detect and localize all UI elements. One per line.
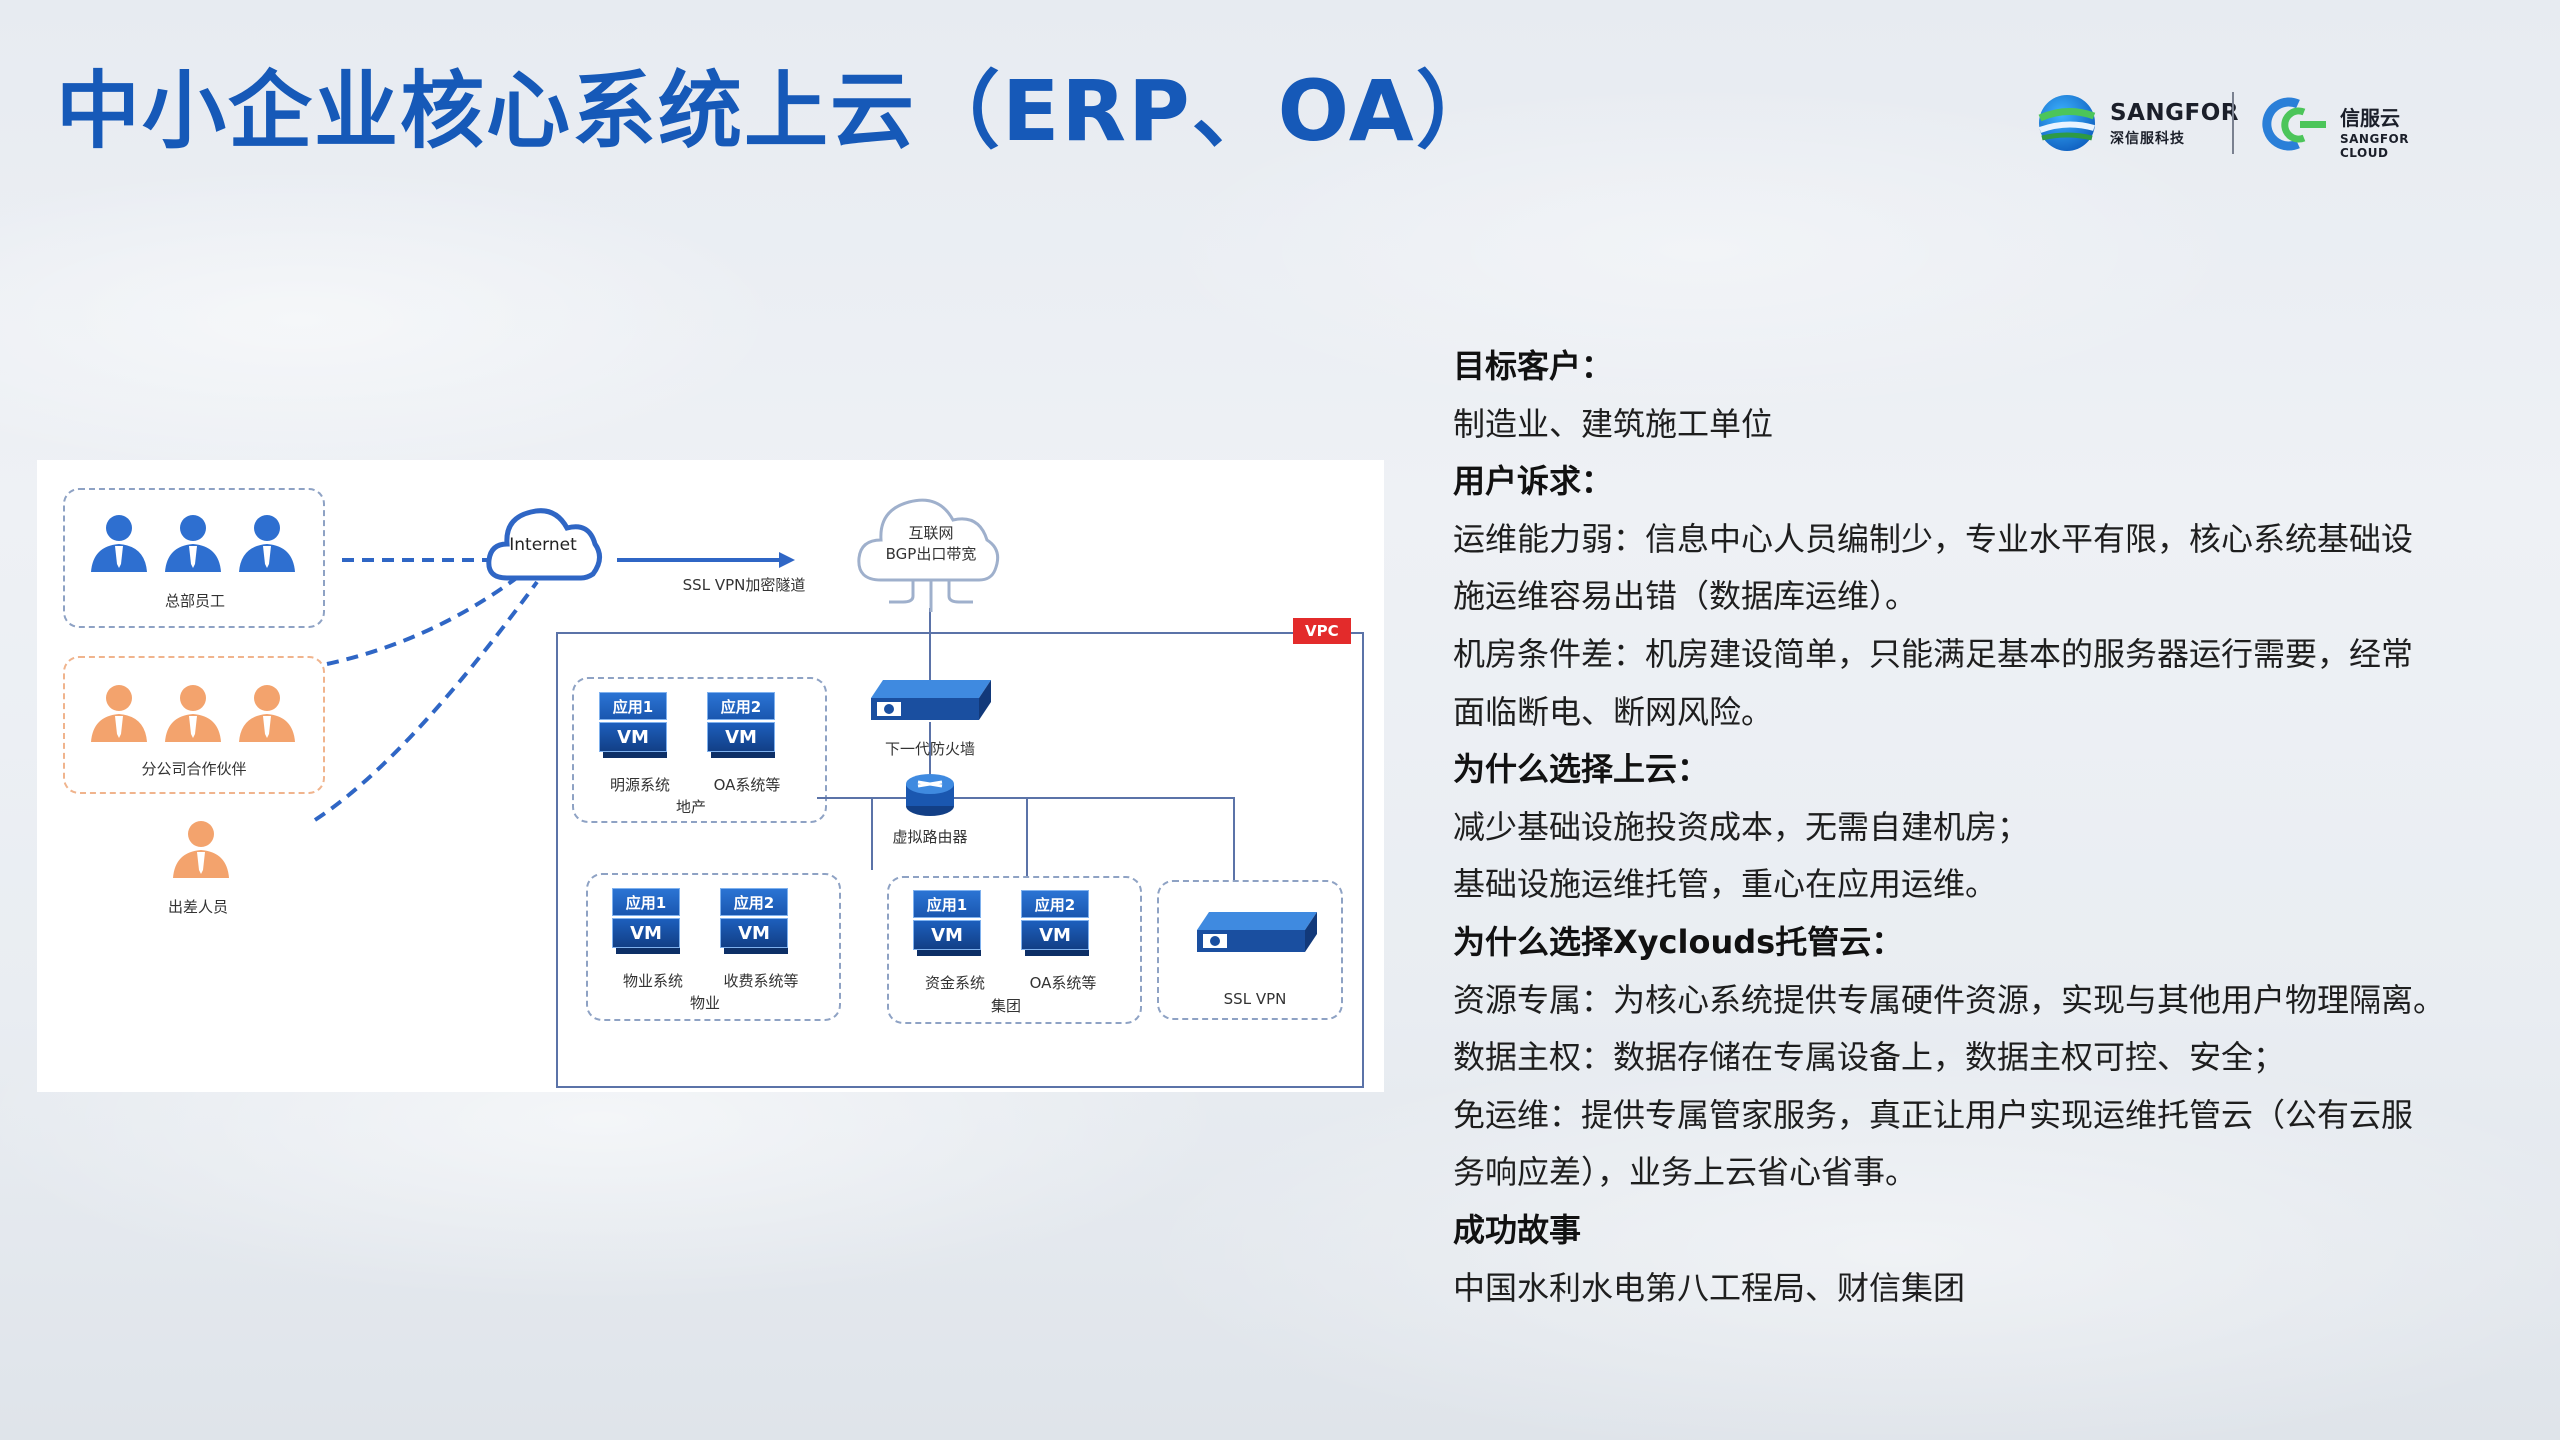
diagram-lines — [313, 552, 1235, 880]
logo-area: SANGFOR 深信服科技 信服云 SANGFOR CLOUD — [2030, 88, 2450, 160]
info-panel: 目标客户： 制造业、建筑施工单位 用户诉求： 运维能力弱：信息中心人员编制少，专… — [1453, 338, 2513, 1317]
corporate-sys2: OA系统等 — [1029, 974, 1097, 992]
logo-divider — [2232, 92, 2234, 154]
sslvpn-group-box — [1157, 880, 1343, 1020]
cloud-name: 信服云 — [2340, 106, 2400, 130]
bgp-label-line2: BGP出口带宽 — [885, 545, 977, 563]
page-title: 中小企业核心系统上云（ERP、OA） — [56, 62, 1502, 160]
property-sys1: 物业系统 — [622, 972, 684, 990]
realestate-sys1: 明源系统 — [609, 776, 671, 794]
architecture-diagram: VPC 总部员工 — [37, 460, 1384, 1092]
corporate-name: 集团 — [990, 997, 1022, 1015]
firewall-label: 下一代防火墙 — [884, 740, 976, 758]
hq-person-icon — [165, 515, 221, 572]
realestate-group-box — [572, 677, 827, 823]
why-xyclouds-line: 免运维：提供专属管家服务，真正让用户实现运维托管云（公有云服 — [1453, 1095, 2414, 1134]
why-cloud-line: 基础设施运维托管，重心在应用运维。 — [1453, 865, 1998, 904]
why-cloud-heading: 为什么选择上云： — [1453, 750, 1710, 789]
corporate-group-box — [887, 876, 1142, 1024]
tunnel-label: SSL VPN加密隧道 — [682, 576, 806, 594]
app2-card: 应用2 VM — [1021, 890, 1089, 960]
hq-label: 总部员工 — [164, 592, 226, 610]
target-heading: 目标客户： — [1453, 347, 1614, 385]
internet-label: Internet — [509, 535, 577, 555]
realestate-sys2: OA系统等 — [713, 776, 781, 794]
app1-card: 应用1 VM — [612, 888, 680, 958]
why-xyclouds-line: 务响应差），业务上云省心省事。 — [1453, 1153, 1918, 1192]
property-group-box — [586, 873, 841, 1021]
needs-line: 运维能力弱：信息中心人员编制少，专业水平有限，核心系统基础设 — [1453, 519, 2414, 558]
vpc-tag: VPC — [1293, 618, 1351, 644]
app2-card: 应用2 VM — [720, 888, 788, 958]
why-xyclouds-heading: 为什么选择Xyclouds托管云： — [1453, 922, 1904, 961]
firewall-device-icon — [871, 680, 991, 720]
realestate-name: 地产 — [675, 798, 707, 816]
internet-cloud-icon — [486, 508, 602, 581]
property-sys2: 收费系统等 — [723, 972, 799, 990]
needs-line: 面临断电、断网风险。 — [1453, 692, 1774, 731]
branch-person-icon — [239, 685, 295, 742]
branch-label: 分公司合作伙伴 — [141, 760, 247, 778]
branch-group-box — [63, 656, 325, 794]
sangfor-logo-icon — [2038, 95, 2096, 151]
hq-person-icon — [239, 515, 295, 572]
sangfor-name: SANGFOR — [2110, 100, 2239, 126]
property-name: 物业 — [689, 994, 721, 1012]
sangfor-subtitle: 深信服科技 — [2110, 131, 2185, 147]
bgp-cloud-icon — [857, 498, 1000, 612]
cloud-subtitle: SANGFOR CLOUD — [2340, 132, 2409, 160]
app1-card: 应用1 VM — [599, 692, 667, 762]
sslvpn-label: SSL VPN — [1223, 990, 1287, 1008]
branch-person-icon — [165, 685, 221, 742]
why-xyclouds-line: 资源专属：为核心系统提供专属硬件资源，实现与其他用户物理隔离。 — [1453, 980, 2446, 1019]
vpc-frame — [556, 632, 1364, 1088]
traveler-label: 出差人员 — [167, 898, 229, 916]
why-cloud-line: 减少基础设施投资成本，无需自建机房； — [1453, 807, 2030, 846]
corporate-sys1: 资金系统 — [924, 974, 986, 992]
router-icon — [906, 774, 954, 816]
traveler-person-icon — [173, 821, 229, 878]
hq-group-box — [63, 488, 325, 628]
router-label: 虚拟路由器 — [892, 828, 968, 846]
hq-person-icon — [91, 515, 147, 572]
why-xyclouds-line: 数据主权：数据存储在专属设备上，数据主权可控、安全； — [1453, 1038, 2286, 1077]
target-text: 制造业、建筑施工单位 — [1453, 404, 1774, 443]
bgp-label-line1: 互联网 — [908, 524, 954, 542]
app1-card: 应用1 VM — [913, 890, 981, 960]
app2-card: 应用2 VM — [707, 692, 775, 762]
sslvpn-device-icon — [1197, 912, 1317, 952]
sangfor-cloud-logo-icon — [2262, 97, 2326, 151]
needs-heading: 用户诉求： — [1453, 462, 1614, 501]
needs-line: 机房条件差：机房建设简单，只能满足基本的服务器运行需要，经常 — [1453, 634, 2414, 673]
success-heading: 成功故事 — [1453, 1210, 1582, 1249]
needs-line: 施运维容易出错（数据库运维）。 — [1453, 577, 1918, 616]
branch-person-icon — [91, 685, 147, 742]
success-text: 中国水利水电第八工程局、财信集团 — [1453, 1268, 1966, 1307]
